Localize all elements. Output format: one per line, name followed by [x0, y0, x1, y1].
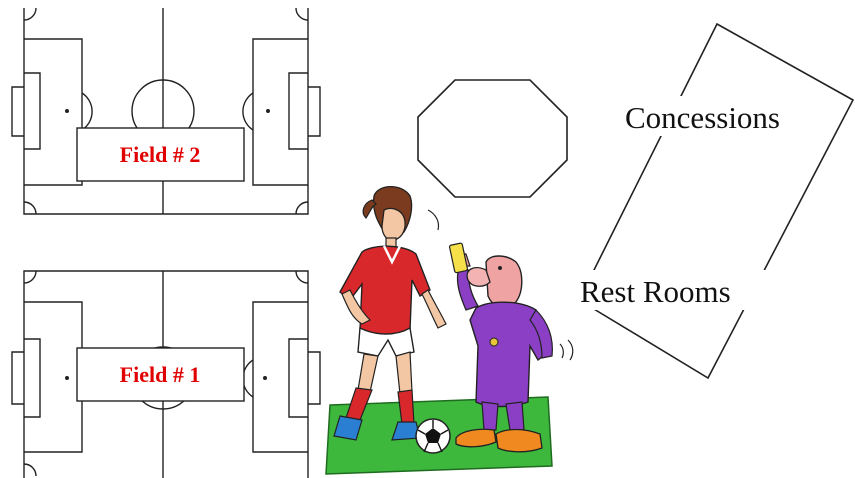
field-1-label-box — [76, 347, 245, 402]
restrooms-label: Rest Rooms — [580, 274, 731, 309]
player-shirt — [339, 245, 431, 336]
concessions-label-bg — [622, 96, 820, 136]
referee-yellow-card-clipart — [325, 185, 574, 475]
field-2-label: Field # 2 — [120, 142, 201, 167]
field-2-label-box — [76, 127, 245, 182]
referee-shirt — [469, 301, 547, 408]
penalty-spot — [65, 376, 69, 380]
field-1-label: Field # 1 — [120, 362, 201, 387]
soccer-field-2[interactable] — [11, 7, 321, 215]
concessions-label: Concessions — [625, 100, 780, 135]
concessions-building[interactable] — [577, 22, 855, 380]
restrooms-label-bg — [576, 270, 768, 310]
yellow-card — [448, 242, 468, 274]
octagon-structure[interactable] — [417, 79, 568, 198]
penalty-spot — [266, 109, 270, 113]
penalty-spot — [263, 376, 267, 380]
penalty-spot — [65, 109, 69, 113]
